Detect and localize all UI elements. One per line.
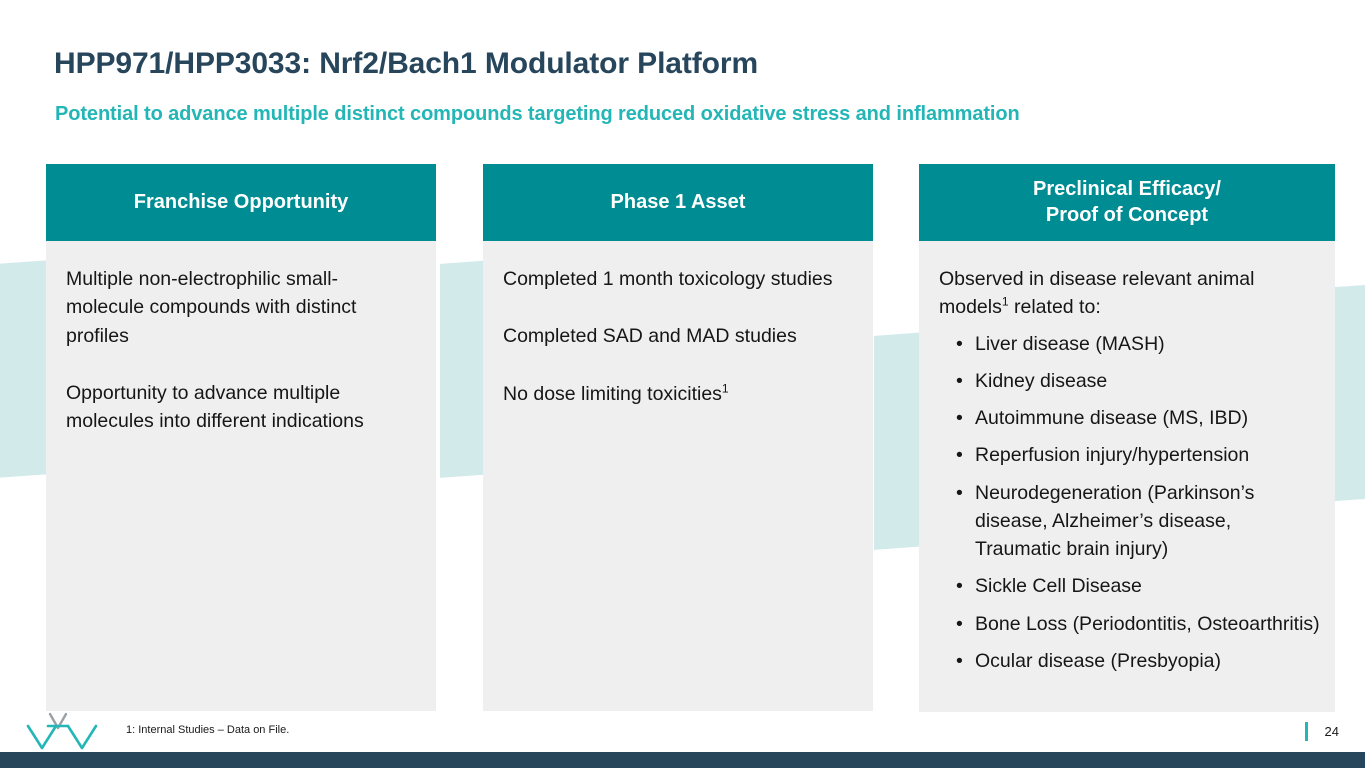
paragraph: Multiple non-electrophilic small-molecul… [66,268,357,347]
column-card-franchise-opportunity: Franchise Opportunity Multiple non-elect… [46,164,436,711]
vtv-logo-icon [24,712,112,752]
bullet-dot-icon: • [956,481,963,504]
bullet-dot-icon: • [956,612,963,635]
list-item: • Liver disease (MASH) [939,330,1321,358]
list-item: • Bone Loss (Periodontitis, Osteoarthriti… [939,610,1321,638]
page-number-accent-bar [1304,722,1308,741]
footnote-marker: 1 [721,381,729,396]
column-card-preclinical-efficacy: Preclinical Efficacy/ Proof of Concept O… [919,164,1335,712]
page-number-group: 24 [1304,722,1339,741]
list-item: • Ocular disease (Presbyopia) [939,647,1321,675]
list-item: • Neurodegeneration (Parkinson’s disease,… [939,479,1321,564]
bullet-dot-icon: • [956,444,963,467]
paragraph-with-footnote: No dose limiting toxicities1 [503,380,853,408]
list-item-label: Neurodegeneration (Parkinson’s disease, … [975,481,1255,561]
bullet-dot-icon: • [956,407,963,430]
paragraph: Completed 1 month toxicology studies [503,268,833,290]
list-item: • Sickle Cell Disease [939,572,1321,600]
bullet-dot-icon: • [956,649,963,672]
column-body-phase-1-asset: Completed 1 month toxicology studies Com… [483,241,873,711]
list-item-label: Liver disease (MASH) [975,332,1165,355]
list-item: • Kidney disease [939,367,1321,395]
column-header-line-1: Franchise Opportunity [133,190,349,213]
column-header-preclinical-efficacy: Preclinical Efficacy/ Proof of Concept [919,164,1335,241]
list-item-label: Kidney disease [975,369,1108,392]
list-item-label: Autoimmune disease (MS, IBD) [975,407,1249,430]
footnote-marker: 1 [1001,294,1009,309]
column-header-line-2: Proof of Concept [1045,203,1209,226]
lead-text-after: related to: [1008,296,1101,319]
page-number: 24 [1324,724,1339,739]
disease-bullet-list: • Liver disease (MASH) • Kidney disease • A… [939,330,1321,676]
column-body-franchise-opportunity: Multiple non-electrophilic small-molecul… [46,241,436,711]
column-card-phase-1-asset: Phase 1 Asset Completed 1 month toxicolo… [483,164,873,711]
list-item-label: Bone Loss (Periodontitis, Osteoarthritis… [975,612,1320,635]
footer-accent-bar [0,752,1365,768]
bullet-dot-icon: • [956,575,963,598]
column-body-preclinical-efficacy: Observed in disease relevant animal mode… [919,241,1335,712]
column-header-franchise-opportunity: Franchise Opportunity [46,164,436,241]
footnote-text: 1: Internal Studies – Data on File. [126,724,290,736]
column-header-line-1: Preclinical Efficacy/ [1033,177,1221,200]
list-item-label: Sickle Cell Disease [975,575,1142,598]
lead-text-before: Observed in disease relevant animal mode… [939,268,1255,319]
page-title: HPP971/HPP3033: Nrf2/Bach1 Modulator Pla… [54,47,759,80]
list-item: • Autoimmune disease (MS, IBD) [939,404,1321,432]
list-item-label: Reperfusion injury/hypertension [975,444,1250,467]
list-item: • Reperfusion injury/hypertension [939,441,1321,469]
lead-paragraph: Observed in disease relevant animal mode… [939,265,1321,322]
bullet-dot-icon: • [956,332,963,355]
decorative-band-right [1334,280,1365,502]
page-subtitle: Potential to advance multiple distinct c… [55,103,1020,125]
paragraph: Completed SAD and MAD studies [503,325,797,348]
column-header-phase-1-asset: Phase 1 Asset [483,164,873,241]
list-item-label: Ocular disease (Presbyopia) [975,649,1222,672]
column-header-line-1: Phase 1 Asset [610,190,746,213]
paragraph: Opportunity to advance multiple molecule… [66,381,364,433]
bullet-dot-icon: • [956,369,963,392]
paragraph-text: No dose limiting toxicities [503,382,722,405]
